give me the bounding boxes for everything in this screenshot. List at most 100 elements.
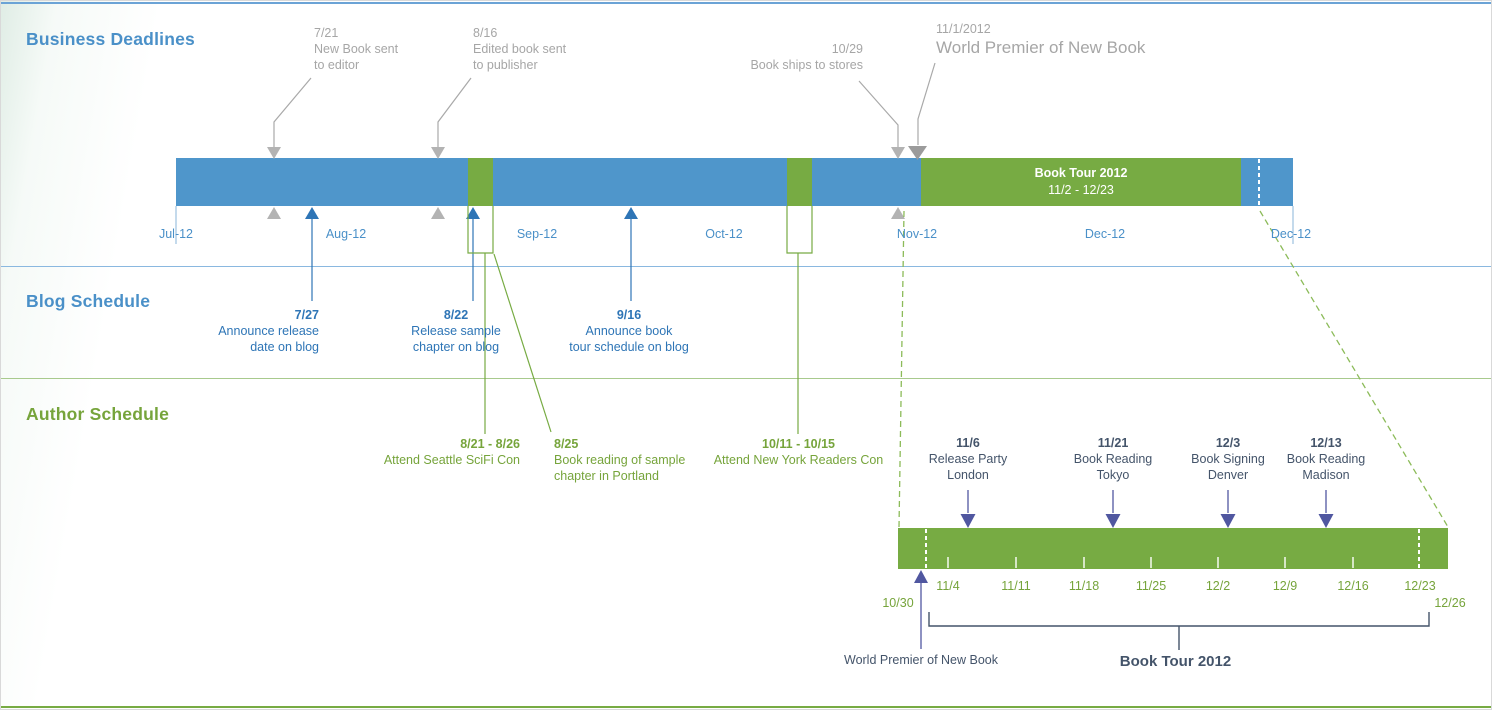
milestone-date: 11/21	[1097, 436, 1129, 450]
milestone-date: 10/29	[831, 42, 863, 56]
premier-label[interactable]: World Premier of New Book	[844, 653, 998, 667]
event-date: 10/11 - 10/15	[762, 437, 835, 451]
milestone-label: Book Reading Tokyo	[1073, 452, 1153, 482]
milestone-arrow-down-7-21[interactable]	[267, 147, 281, 159]
milestone-label: New Book sent to editor	[314, 42, 399, 72]
milestone-label: World Premier of New Book	[936, 38, 1146, 57]
sub-axis-start-10-30: 10/30	[882, 596, 914, 610]
milestone-text-10-29[interactable]: 10/29 Book ships to stores	[703, 41, 863, 73]
blog-arrow-9-16[interactable]	[624, 207, 638, 219]
milestone-label: Announce book tour schedule on blog	[569, 324, 689, 354]
book-tour-bracket	[928, 612, 1430, 650]
book-tour-bracket-label[interactable]: Book Tour 2012	[1119, 653, 1232, 670]
sub-axis-11-4: 11/4	[936, 579, 960, 593]
milestone-date: 7/21	[314, 26, 339, 40]
axis-label-dec: Dec-12	[1084, 227, 1126, 241]
tour-milestone-11-6[interactable]: 11/6 Release Party London	[903, 435, 1033, 483]
sub-axis-11-11: 11/11	[1001, 579, 1031, 593]
blog-arrow-8-22[interactable]	[466, 207, 480, 219]
sub-axis-12-2: 12/2	[1205, 579, 1231, 593]
sub-axis-11-25: 11/25	[1135, 579, 1167, 593]
tour-arrow-11-6[interactable]	[960, 514, 976, 528]
section-title-author-schedule[interactable]: Author Schedule	[26, 404, 170, 424]
axis-label-aug: Aug-12	[325, 227, 367, 241]
author-event-newyork-con[interactable]: 10/11 - 10/15 Attend New York Readers Co…	[706, 436, 891, 468]
blog-milestone-7-27[interactable]: 7/27 Announce release date on blog	[159, 307, 319, 355]
milestone-text-11-1[interactable]: 11/1/2012 World Premier of New Book	[936, 21, 1206, 59]
business-blog-divider	[1, 266, 1491, 267]
milestone-date: 12/13	[1310, 436, 1342, 450]
top-border-line	[1, 2, 1491, 4]
sub-bar-week-ticks	[947, 557, 1354, 568]
milestone-date: 11/1/2012	[936, 22, 991, 36]
bottom-border-line	[1, 706, 1491, 708]
milestone-date: 12/3	[1215, 436, 1241, 450]
section-title-business-deadlines[interactable]: Business Deadlines	[26, 29, 195, 49]
zoom-connector-left	[898, 210, 905, 528]
event-date: 8/21 - 8/26	[460, 437, 520, 451]
newyork-con-bracket	[786, 206, 813, 254]
book-tour-segment-label: Book Tour 2012 11/2 - 12/23	[921, 158, 1241, 206]
blog-milestone-8-22[interactable]: 8/22 Release sample chapter on blog	[376, 307, 536, 355]
sub-axis-end-12-26: 12/26	[1434, 596, 1466, 610]
event-label: Attend New York Readers Con	[713, 453, 884, 467]
milestone-arrow-up-7-21[interactable]	[267, 207, 281, 219]
tour-arrow-12-13[interactable]	[1318, 514, 1334, 528]
tour-milestone-12-13[interactable]: 12/13 Book Reading Madison	[1261, 435, 1391, 483]
section-title-blog-schedule[interactable]: Blog Schedule	[26, 291, 151, 311]
axis-label-oct: Oct-12	[705, 227, 743, 241]
milestone-label: Release sample chapter on blog	[411, 324, 501, 354]
seattle-con-bracket	[467, 206, 494, 254]
milestone-arrow-up-10-29[interactable]	[891, 207, 905, 219]
milestone-arrow-down-11-1[interactable]	[908, 146, 927, 160]
tour-milestone-11-21[interactable]: 11/21 Book Reading Tokyo	[1048, 435, 1178, 483]
tour-arrow-11-21[interactable]	[1105, 514, 1121, 528]
premier-arrow-up[interactable]	[914, 570, 928, 583]
milestone-label: Book Signing Denver	[1191, 452, 1265, 482]
milestone-arrow-up-8-16[interactable]	[431, 207, 445, 219]
tour-milestone-12-3[interactable]: 12/3 Book Signing Denver	[1163, 435, 1293, 483]
blog-arrow-7-27[interactable]	[305, 207, 319, 219]
sub-axis-12-23: 12/23	[1404, 579, 1436, 593]
event-label: Book reading of sample chapter in Portla…	[554, 453, 686, 483]
author-event-seattle-con[interactable]: 8/21 - 8/26 Attend Seattle SciFi Con	[358, 436, 520, 468]
sub-axis-12-16: 12/16	[1337, 579, 1369, 593]
milestone-arrow-down-8-16[interactable]	[431, 147, 445, 159]
blog-milestone-9-16[interactable]: 9/16 Announce book tour schedule on blog	[539, 307, 719, 355]
book-tour-segment-title: Book Tour 2012	[1034, 166, 1128, 180]
zoom-connector-right	[1259, 210, 1449, 528]
axis-label-nov: Nov-12	[896, 227, 938, 241]
milestone-date: 11/6	[956, 436, 980, 450]
milestone-label: Book ships to stores	[750, 58, 863, 72]
leader-line-11-1	[917, 62, 936, 145]
book-tour-segment-range: 11/2 - 12/23	[1048, 183, 1114, 197]
milestone-date: 8/22	[443, 308, 469, 322]
tour-arrow-12-3[interactable]	[1220, 514, 1236, 528]
event-date: 8/25	[554, 437, 579, 451]
milestone-label: Announce release date on blog	[218, 324, 319, 354]
newyork-con-segment[interactable]	[787, 158, 812, 206]
leader-line-10-29	[858, 80, 899, 147]
axis-label-jul: Jul-12	[158, 227, 194, 241]
leader-line-8-16	[437, 77, 472, 147]
axis-label-dec-end: Dec-12	[1270, 227, 1312, 241]
sub-axis-12-9: 12/9	[1272, 579, 1298, 593]
milestone-label: Release Party London	[928, 452, 1008, 482]
portland-reading-leader	[493, 253, 552, 433]
milestone-label: Book Reading Madison	[1286, 452, 1366, 482]
seattle-con-segment[interactable]	[468, 158, 493, 206]
axis-label-sep: Sep-12	[516, 227, 558, 241]
milestone-date: 8/16	[473, 26, 498, 40]
event-label: Attend Seattle SciFi Con	[383, 453, 520, 467]
milestone-text-7-21[interactable]: 7/21 New Book sent to editor	[314, 25, 444, 73]
milestone-text-8-16[interactable]: 8/16 Edited book sent to publisher	[473, 25, 613, 73]
book-tour-segment[interactable]: Book Tour 2012 11/2 - 12/23	[921, 158, 1241, 206]
sub-axis-11-18: 11/18	[1068, 579, 1100, 593]
milestone-date: 9/16	[616, 308, 642, 322]
milestone-arrow-down-10-29[interactable]	[891, 147, 905, 159]
author-event-portland-reading[interactable]: 8/25 Book reading of sample chapter in P…	[554, 436, 729, 484]
leader-line-7-21	[273, 77, 312, 147]
book-tour-sub-timeline-bar[interactable]	[898, 528, 1448, 569]
